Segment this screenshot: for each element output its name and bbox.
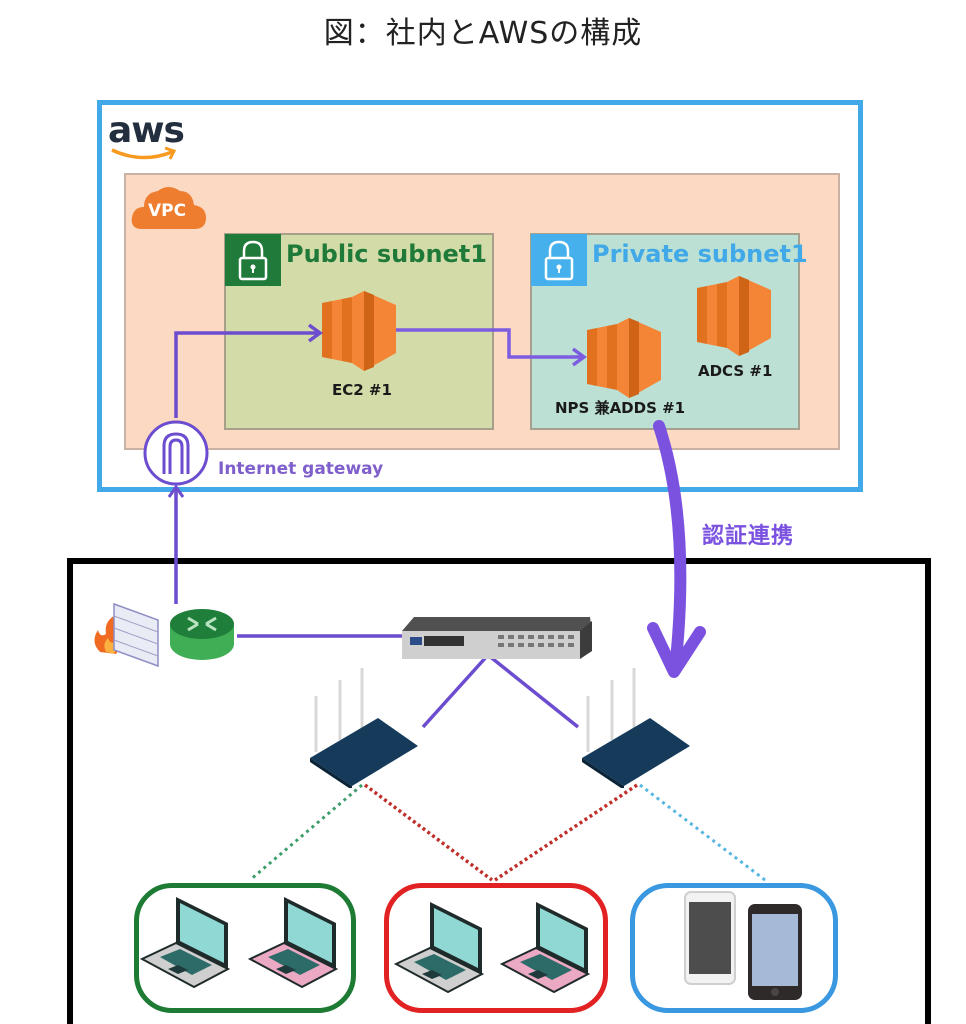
vpc-cloud-icon — [131, 187, 206, 229]
aws-smile-icon — [111, 146, 177, 160]
nps-adds-instance-icon — [587, 318, 661, 398]
wifi-line-red-left — [363, 783, 494, 882]
router-icon — [170, 609, 234, 660]
aws-cloud-boundary — [97, 100, 863, 492]
wifi-line-green — [249, 783, 363, 882]
auth-link-label: 認証連携 — [702, 524, 795, 549]
arrow-head — [307, 323, 323, 343]
diagram-title: 図：社内とAWSの構成 — [323, 16, 643, 51]
internet-gateway-label: Internet gateway — [218, 459, 384, 479]
vpc-label: VPC — [148, 201, 187, 221]
ec2-label: EC2 #1 — [332, 381, 392, 399]
adcs-label: ADCS #1 — [698, 362, 773, 380]
igw-to-ec2-line — [174, 331, 318, 418]
firewall-icon — [94, 602, 159, 668]
wireless-ap-icon — [582, 668, 690, 788]
laptop-icon — [394, 902, 485, 994]
client-group-green — [134, 883, 356, 1013]
private-subnet-title: Private subnet1 — [592, 240, 808, 268]
laptop-icon — [248, 897, 339, 989]
wifi-line-red-right — [494, 783, 638, 882]
wifi-line-blue — [639, 783, 766, 882]
laptop-icon — [500, 902, 591, 994]
client-group-blue — [630, 883, 838, 1013]
office-network-boundary — [67, 558, 931, 1024]
aws-logo: aws — [108, 110, 185, 151]
ec2-to-nps-line — [396, 328, 582, 359]
firewall-router-group — [94, 602, 234, 668]
laptop-icon — [140, 897, 231, 989]
smartphone-black-icon — [748, 904, 802, 1000]
ec2-instance-icon — [322, 291, 396, 371]
switch-to-ap-left-line — [421, 652, 580, 729]
wireless-ap-icon — [310, 668, 418, 788]
private-subnet-lock-icon — [531, 234, 587, 286]
nps-adds-label: NPS 兼ADDS #1 — [555, 399, 686, 417]
internet-gateway-icon — [143, 420, 209, 486]
adcs-instance-icon — [697, 276, 771, 356]
public-subnet-lock-icon — [225, 234, 281, 286]
auth-link-arrow — [653, 420, 687, 666]
arrow-head — [647, 622, 706, 678]
client-group-red — [384, 883, 608, 1013]
arrow-head — [571, 347, 587, 367]
arrow-head — [167, 484, 185, 498]
public-subnet-title: Public subnet1 — [286, 240, 487, 268]
network-switch-icon — [402, 617, 592, 659]
smartphone-white-icon — [684, 891, 736, 985]
